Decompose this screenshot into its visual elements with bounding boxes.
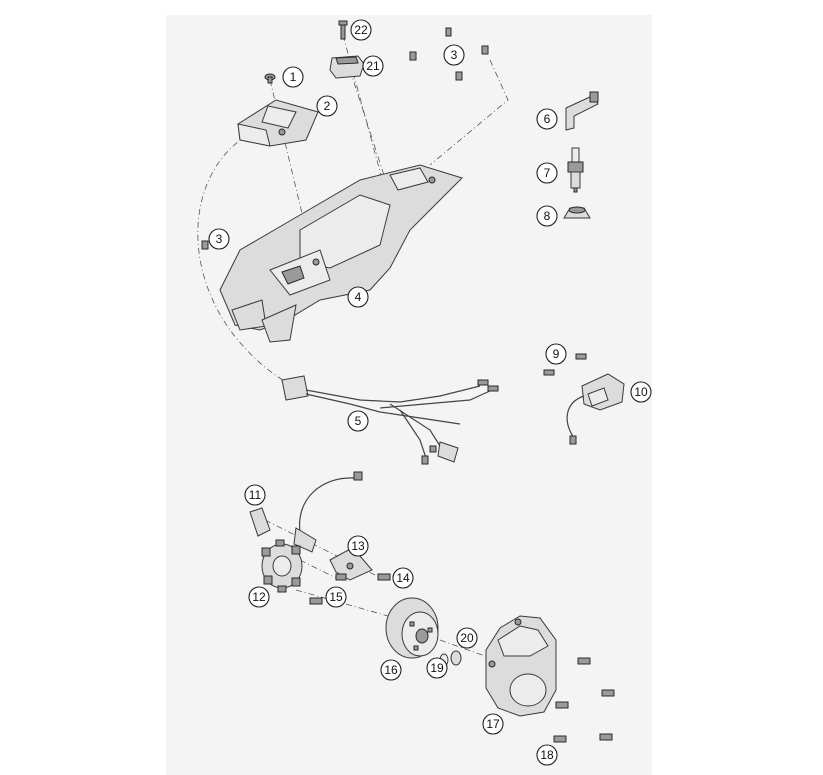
callout-18: 18 <box>536 744 558 766</box>
callout-3-left-label: 3 <box>216 232 223 246</box>
part-bolt-22 <box>338 20 348 40</box>
callout-4: 4 <box>347 286 369 308</box>
callout-1: 1 <box>282 66 304 88</box>
callout-6: 6 <box>536 108 558 130</box>
callout-14: 14 <box>392 567 414 589</box>
callout-22: 22 <box>350 19 372 41</box>
callout-22-label: 22 <box>354 23 368 37</box>
part-stator-12 <box>261 539 303 593</box>
part-ignition-cover-17 <box>485 615 557 717</box>
part-screw-3-left <box>201 240 209 250</box>
callout-21-label: 21 <box>366 59 380 73</box>
callout-15-label: 15 <box>329 590 343 604</box>
callout-16-label: 16 <box>384 663 398 677</box>
part-bolts-18 <box>553 657 615 743</box>
callout-7: 7 <box>536 162 558 184</box>
callout-15: 15 <box>325 586 347 608</box>
part-rear-fender-4 <box>219 164 463 343</box>
callout-20: 20 <box>456 627 478 649</box>
callout-17: 17 <box>482 713 504 735</box>
callout-2: 2 <box>316 95 338 117</box>
part-screw-1 <box>264 73 276 84</box>
callout-6-label: 6 <box>544 112 551 126</box>
part-screws-9 <box>543 353 587 376</box>
callout-21: 21 <box>362 55 384 77</box>
callout-1-label: 1 <box>290 70 297 84</box>
callout-13-label: 13 <box>351 539 365 553</box>
callout-9: 9 <box>545 343 567 365</box>
part-ignition-coil-10 <box>566 373 625 445</box>
callout-20-label: 20 <box>460 631 474 645</box>
callout-3-left: 3 <box>208 228 230 250</box>
callout-17-label: 17 <box>486 717 500 731</box>
callout-3-top-label: 3 <box>451 48 458 62</box>
callout-8-label: 8 <box>544 209 551 223</box>
callout-8: 8 <box>536 205 558 227</box>
callout-12: 12 <box>248 586 270 608</box>
callout-19: 19 <box>426 657 448 679</box>
part-wiring-harness-5 <box>281 375 499 465</box>
callout-12-label: 12 <box>252 590 266 604</box>
callout-11-label: 11 <box>249 488 262 502</box>
part-spark-plug-cap-6 <box>565 91 599 131</box>
part-pickup-sensor-11 <box>249 471 363 553</box>
callout-2-label: 2 <box>324 99 331 113</box>
part-screw-15 <box>309 597 323 605</box>
callout-10: 10 <box>630 381 652 403</box>
callout-18-label: 18 <box>540 748 554 762</box>
part-spark-plug-7 <box>567 147 584 193</box>
callout-9-label: 9 <box>553 347 560 361</box>
callout-14-label: 14 <box>396 571 410 585</box>
callout-13: 13 <box>347 535 369 557</box>
part-grommet-8 <box>563 206 591 219</box>
part-screws-14 <box>335 573 391 581</box>
callout-10-label: 10 <box>634 385 648 399</box>
part-screws-3-top <box>409 27 489 81</box>
callout-3-top: 3 <box>443 44 465 66</box>
callout-4-label: 4 <box>355 290 362 304</box>
part-nut-20 <box>450 650 462 666</box>
part-control-unit-2 <box>237 99 319 147</box>
callout-7-label: 7 <box>544 166 551 180</box>
callout-5: 5 <box>347 410 369 432</box>
callout-16: 16 <box>380 659 402 681</box>
part-flywheel-16 <box>385 597 439 659</box>
callout-19-label: 19 <box>430 661 444 675</box>
callout-11: 11 <box>244 484 266 506</box>
part-pad-21 <box>329 55 365 79</box>
callout-5-label: 5 <box>355 414 362 428</box>
